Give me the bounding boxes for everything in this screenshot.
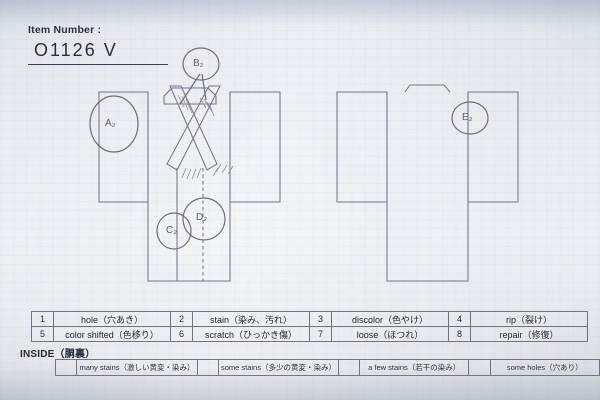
code-label: rip（裂け） [470,311,588,327]
code-number: 6 [170,326,193,342]
inside-checkbox-2[interactable] [196,359,219,376]
annotation-c2: C₂ [166,225,178,236]
damage-code-table: 1 hole（穴あき） 2 stain（染み、汚れ） 3 discolor（色や… [31,311,588,342]
item-number-value: O1126 V [34,40,118,60]
code-number: 7 [309,326,332,342]
annotation-d2: D₂ [196,212,208,223]
inside-checkbox-3[interactable] [337,359,361,376]
inside-section-label: INSIDE（胴裏） [20,349,96,360]
code-number: 5 [31,326,54,342]
code-label: repair（修復） [470,326,588,342]
code-number: 8 [448,326,471,342]
annotation-a2: A₂ [105,118,116,129]
inside-option-label: many stains（激しい黄変・染み） [76,359,198,376]
inside-option-label: some stains（多少の黄変・染み） [217,359,339,376]
code-label: scratch（ひっかき傷） [192,326,310,342]
code-number: 2 [170,311,193,327]
item-number-underline [28,64,168,65]
code-label: stain（染み、汚れ） [192,311,310,327]
item-number-label: Item Number : [28,24,102,36]
table-row: 1 hole（穴あき） 2 stain（染み、汚れ） 3 discolor（色や… [31,311,588,327]
table-row: many stains（激しい黄変・染み） some stains（多少の黄変・… [54,359,600,376]
inside-option-label: a few stains（若干の染み） [358,359,470,376]
code-label: hole（穴あき） [53,311,171,327]
table-row: 5 color shifted（色移り） 6 scratch（ひっかき傷） 7 … [31,326,588,342]
code-label: color shifted（色移り） [53,326,171,342]
code-number: 3 [309,311,332,327]
code-number: 4 [448,311,471,327]
code-label: loose（ほつれ） [331,326,449,342]
annotation-b2: B₂ [193,58,204,69]
inside-condition-table: many stains（激しい黄変・染み） some stains（多少の黄変・… [54,359,600,376]
inside-checkbox-4[interactable] [468,359,491,376]
inside-checkbox-1[interactable] [54,359,78,376]
code-label: discolor（色やけ） [331,311,449,327]
inside-option-label: some holes（穴あり） [489,359,600,376]
code-number: 1 [31,311,54,327]
annotation-e2: E₂ [462,112,473,123]
